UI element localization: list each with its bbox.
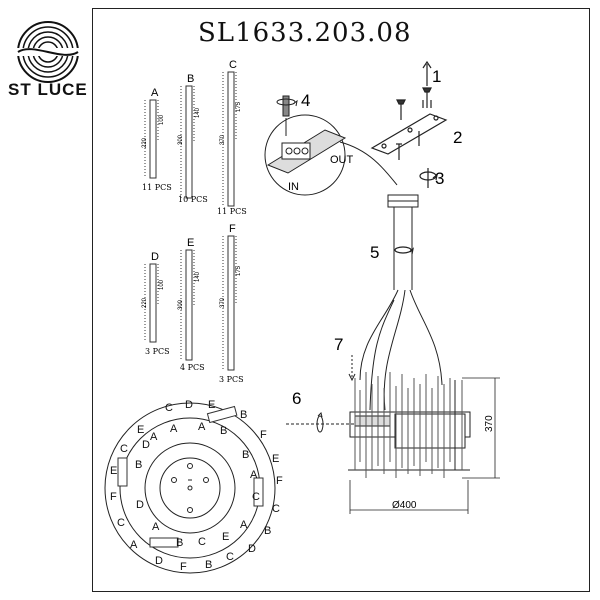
svg-text:E: E bbox=[208, 399, 215, 411]
svg-text:C: C bbox=[120, 443, 128, 455]
step-1: 1 bbox=[432, 67, 441, 86]
step-4: 4 bbox=[301, 91, 310, 110]
model-number: SL1633.203.08 bbox=[198, 18, 412, 48]
svg-text:B: B bbox=[220, 425, 227, 437]
lamp-side-view bbox=[348, 194, 471, 471]
svg-text:D: D bbox=[185, 399, 193, 411]
diameter-dimension: Ø400 bbox=[392, 500, 417, 511]
wire-in-label: IN bbox=[288, 181, 299, 193]
svg-text:B: B bbox=[135, 459, 142, 471]
svg-text:A: A bbox=[170, 423, 178, 435]
rotate-icon-5 bbox=[394, 246, 414, 255]
step-7: 7 bbox=[334, 335, 343, 354]
svg-text:C: C bbox=[272, 503, 280, 515]
wire-out-label: OUT bbox=[330, 154, 354, 166]
svg-text:C: C bbox=[226, 551, 234, 563]
svg-text:B: B bbox=[242, 449, 249, 461]
part-e bbox=[180, 249, 195, 361]
svg-text:B: B bbox=[205, 559, 212, 571]
part-c-half: 175 bbox=[236, 101, 242, 112]
svg-text:A: A bbox=[250, 469, 258, 481]
mounting-bar bbox=[370, 113, 448, 155]
svg-text:D: D bbox=[155, 555, 163, 567]
part-f-qty: 3 PCS bbox=[219, 375, 244, 384]
svg-text:C: C bbox=[252, 491, 260, 503]
part-d-letter: D bbox=[151, 251, 159, 263]
svg-text:C: C bbox=[117, 517, 125, 529]
part-f bbox=[222, 235, 237, 371]
svg-text:F: F bbox=[260, 429, 267, 441]
brand-name: ST LUCE bbox=[8, 80, 88, 99]
part-d-half: 100 bbox=[159, 279, 165, 290]
svg-text:F: F bbox=[180, 561, 187, 573]
brand-logo-icon bbox=[16, 21, 80, 83]
part-e-half: 140 bbox=[195, 271, 201, 282]
part-a-half: 100 bbox=[159, 114, 165, 125]
part-b-letter: B bbox=[187, 73, 194, 85]
part-b bbox=[180, 85, 195, 199]
part-f-half: 175 bbox=[236, 265, 242, 276]
svg-text:E: E bbox=[272, 453, 279, 465]
svg-text:E: E bbox=[222, 531, 229, 543]
rotate-icon bbox=[419, 168, 438, 188]
svg-text:D: D bbox=[142, 439, 150, 451]
svg-text:A: A bbox=[150, 431, 158, 443]
svg-text:E: E bbox=[110, 465, 117, 477]
part-b-qty: 10 PCS bbox=[178, 195, 208, 204]
svg-text:C: C bbox=[165, 402, 173, 414]
step-6: 6 bbox=[292, 389, 301, 408]
crystal-rods bbox=[354, 372, 463, 478]
svg-text:A: A bbox=[240, 519, 248, 531]
svg-text:E: E bbox=[137, 424, 144, 436]
svg-text:A: A bbox=[152, 521, 160, 533]
part-a-qty: 11 PCS bbox=[142, 183, 172, 192]
svg-text:B: B bbox=[264, 525, 271, 537]
arrow-down-icon bbox=[348, 355, 356, 382]
svg-text:D: D bbox=[136, 499, 144, 511]
part-a bbox=[144, 99, 159, 179]
svg-text:C: C bbox=[198, 536, 206, 548]
part-a-letter: A bbox=[151, 87, 159, 99]
part-b-half: 140 bbox=[195, 107, 201, 118]
part-d-length: 220 bbox=[142, 297, 148, 308]
part-c bbox=[222, 71, 237, 207]
svg-text:D: D bbox=[248, 543, 256, 555]
bulb-icons bbox=[117, 405, 264, 548]
ring-letters: E C D E B F E F C B D C B F D A C F E C … bbox=[110, 399, 283, 573]
part-e-letter: E bbox=[187, 237, 194, 249]
screw-icon bbox=[396, 87, 432, 160]
part-b-length: 300 bbox=[178, 134, 184, 145]
svg-text:F: F bbox=[110, 491, 117, 503]
part-c-qty: 11 PCS bbox=[217, 207, 247, 216]
svg-text:A: A bbox=[198, 421, 206, 433]
step-2: 2 bbox=[453, 128, 462, 147]
step-5: 5 bbox=[370, 243, 379, 262]
part-f-letter: F bbox=[229, 223, 236, 235]
wiring-detail bbox=[264, 95, 398, 196]
svg-text:A: A bbox=[130, 539, 138, 551]
part-c-length: 370 bbox=[220, 134, 226, 145]
svg-text:B: B bbox=[240, 409, 247, 421]
screw-rotate-icon-6 bbox=[286, 412, 355, 433]
arrow-up-icon bbox=[422, 60, 432, 86]
part-e-length: 300 bbox=[178, 299, 184, 310]
svg-text:B: B bbox=[176, 537, 183, 549]
svg-text:F: F bbox=[276, 475, 283, 487]
part-d bbox=[144, 263, 159, 343]
screwdriver-rotate-icon bbox=[276, 98, 298, 107]
drawing-frame bbox=[92, 8, 590, 592]
step-3: 3 bbox=[435, 169, 444, 188]
part-d-qty: 3 PCS bbox=[145, 347, 170, 356]
part-c-letter: C bbox=[229, 59, 237, 71]
part-a-length: 220 bbox=[142, 137, 148, 148]
height-dimension: 370 bbox=[484, 415, 495, 432]
part-f-length: 370 bbox=[220, 297, 226, 308]
part-e-qty: 4 PCS bbox=[180, 363, 205, 372]
